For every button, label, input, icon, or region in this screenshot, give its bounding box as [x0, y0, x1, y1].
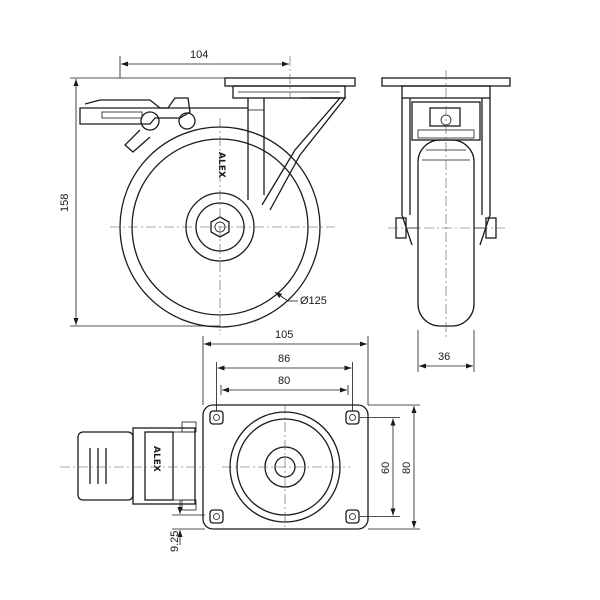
top-hole-br	[345, 509, 360, 524]
dim-width-top: 104	[119, 49, 289, 78]
top-hole-bl	[209, 509, 224, 524]
dim-hole-spacing-width: 60	[360, 417, 400, 517]
side-fork	[247, 97, 342, 206]
side-logo-text: ALEX	[216, 152, 226, 178]
front-fork-right	[479, 98, 491, 246]
dim-wheel-diameter-label: Ø125	[300, 295, 327, 307]
dim-width-top-label: 104	[190, 49, 208, 61]
dim-plate-width-label: 80	[401, 462, 413, 474]
side-brake-pivot-1	[140, 111, 160, 131]
top-view: ALEX	[60, 404, 369, 530]
front-view	[381, 70, 511, 340]
dim-height-total-label: 158	[59, 194, 71, 212]
dim-hole-spacing-long: 86	[216, 353, 353, 411]
top-brake-pedal: ALEX	[60, 421, 205, 511]
dim-wheel-diameter: Ø125	[274, 291, 327, 307]
top-hole-tl	[209, 410, 224, 425]
dim-offset: 9.25	[169, 500, 205, 552]
dim-offset-label: 9.25	[169, 531, 181, 552]
dim-hole-spacing-short: 80	[220, 375, 349, 395]
dim-hole-spacing-width-label: 60	[380, 462, 392, 474]
dim-plate-length-label: 105	[275, 329, 293, 341]
side-brake-assembly	[79, 97, 248, 153]
top-hole-tr	[345, 410, 360, 425]
side-view: ALEX	[79, 56, 356, 335]
top-logo-text: ALEX	[151, 446, 161, 472]
dim-plate-length: 105	[202, 329, 369, 405]
top-base-plate	[202, 404, 369, 530]
side-brake-pivot-2	[178, 112, 196, 130]
side-swivel-bearing	[232, 85, 346, 99]
top-brake-housing	[132, 427, 196, 505]
dim-plate-width: 80	[368, 404, 420, 530]
dim-wheel-width: 36	[417, 330, 475, 372]
dim-hole-spacing-short-label: 80	[278, 375, 290, 387]
dim-height-total: 158	[59, 77, 225, 327]
front-fork-left	[401, 98, 413, 246]
dim-wheel-width-label: 36	[438, 351, 450, 363]
dim-hole-spacing-long-label: 86	[278, 353, 290, 365]
side-axle-nut	[210, 216, 230, 238]
